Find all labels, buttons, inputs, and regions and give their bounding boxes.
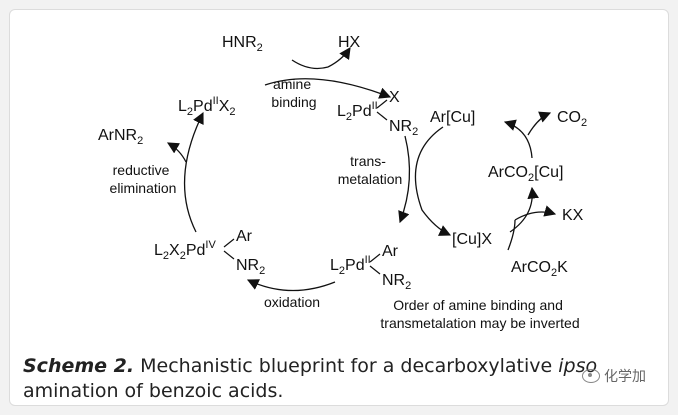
scheme-card: HNR2 HX amine binding L2PdIIX2 ArNR2 red… [9, 9, 669, 406]
svg-text:NR2: NR2 [236, 257, 265, 277]
watermark-text: 化学加 [604, 369, 646, 385]
arrow-hnr2-in [291, 59, 329, 70]
ar-cu-label: Ar[Cu] [430, 109, 475, 126]
arrow-hx-out [327, 47, 351, 68]
arrow-cux-to-arco2cu [509, 186, 539, 233]
pd-catalytic-cycle [166, 47, 411, 292]
arco2-cu-label: ArCO2[Cu] [488, 164, 563, 184]
caption-text-before: Mechanistic blueprint for a decarboxylat… [134, 355, 559, 377]
arrow-cu-to-pd [414, 126, 452, 236]
arco2k-label: ArCO2K [511, 259, 568, 279]
caption-text-after: amination of benzoic acids. [23, 380, 284, 402]
arnr2-label: ArNR2 [98, 127, 143, 147]
pd-iv-complex: L2X2PdIV [154, 239, 216, 262]
mechanism-scheme: HNR2 HX amine binding L2PdIIX2 ArNR2 red… [98, 34, 587, 331]
pd-ii-aryl-amido: L2PdII [330, 254, 371, 277]
arrow-transmetalation [398, 135, 411, 224]
arrow-arnr2-out [166, 142, 187, 163]
amine-binding-label: amine binding [271, 76, 316, 110]
svg-text:Ar: Ar [236, 228, 253, 245]
arrow-kx-out [514, 205, 557, 221]
oxidation-label: oxidation [264, 294, 320, 310]
wechat-icon [582, 369, 600, 383]
svg-text:X: X [389, 89, 400, 106]
scheme-caption: Scheme 2. Mechanistic blueprint for a de… [23, 354, 673, 404]
hnr2-label: HNR2 [222, 34, 263, 54]
svg-text:NR2: NR2 [389, 118, 418, 138]
caption-label: Scheme 2. [23, 355, 135, 377]
svg-text:NR2: NR2 [382, 272, 411, 292]
arrow-reductive-elimination [183, 111, 204, 233]
arrow-co2-out [527, 111, 552, 136]
watermark: 化学加 [582, 366, 646, 386]
pd-ii-x2: L2PdIIX2 [178, 95, 236, 118]
kx-label: KX [562, 207, 584, 224]
arrow-decarboxylation [503, 119, 533, 159]
arrow-amine-binding [264, 78, 392, 99]
note-text: Order of amine binding and transmetalati… [380, 297, 579, 331]
cu-x-label: [Cu]X [452, 231, 492, 248]
arrow-arco2k-in [507, 219, 516, 251]
arrow-oxidation [246, 279, 336, 292]
cu-catalytic-cycle [414, 111, 557, 251]
transmetalation-label: trans- metalation [338, 153, 403, 187]
co2-label: CO2 [557, 109, 587, 129]
hx-label: HX [338, 34, 361, 51]
svg-text:Ar: Ar [382, 243, 399, 260]
reductive-elimination-label: reductive elimination [110, 162, 177, 196]
pd-ii-x-amido: L2PdII [337, 100, 378, 123]
